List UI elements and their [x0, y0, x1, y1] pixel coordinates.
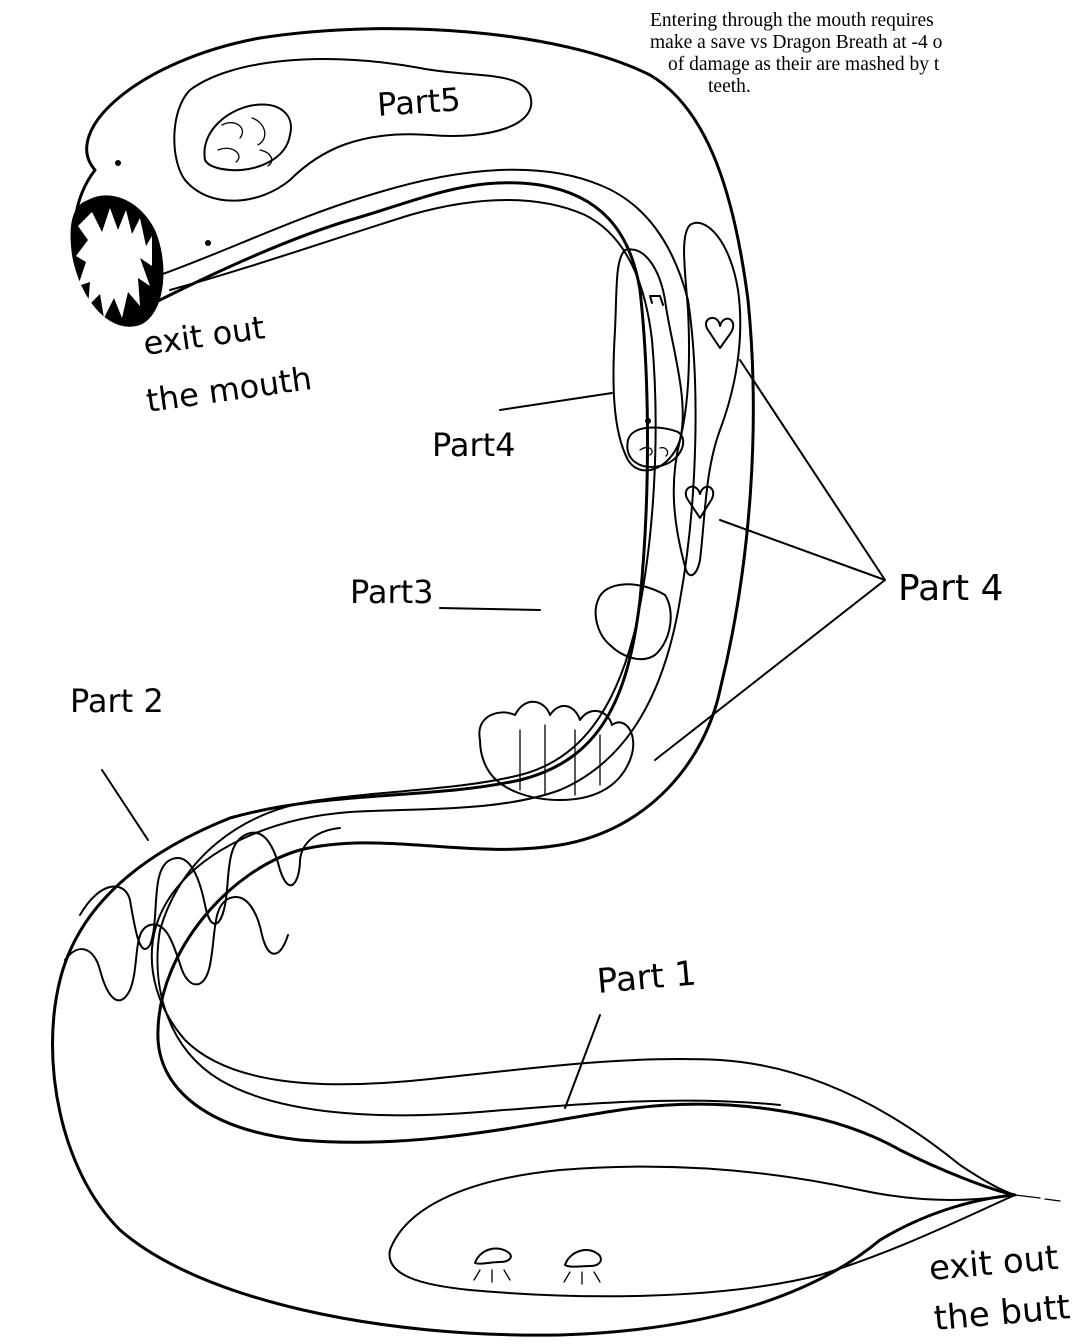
eye-icon [564, 1250, 601, 1284]
part4-outer-leader-a [655, 360, 885, 760]
heart-chamber [674, 223, 741, 575]
body-outline [53, 29, 1016, 1336]
intestine-icon [80, 828, 340, 949]
brain-icon [204, 105, 291, 171]
gut-wall [152, 170, 1015, 1195]
label-part3: Part3 [350, 573, 434, 611]
part4-inner-leader [500, 393, 612, 410]
label-part2: Part 2 [70, 682, 164, 720]
label-exit-mouth-1: exit out [141, 308, 267, 363]
label-exit-butt-2: the butt [932, 1287, 1071, 1339]
note-line-1: Entering through the mouth requires [650, 10, 1085, 32]
nostril-dot [115, 160, 121, 166]
label-part4-outer: Part 4 [898, 568, 1003, 609]
description-note: Entering through the mouth requires make… [650, 10, 1085, 98]
rear-chamber [390, 1167, 1015, 1297]
label-exit-mouth-2: the mouth [144, 359, 314, 420]
head-chamber [174, 59, 531, 201]
mouth-teeth-icon [71, 195, 164, 326]
eye-icon [474, 1248, 511, 1282]
intestine-lower [65, 897, 288, 1000]
note-line-3: of damage as their are mashed by t [650, 54, 1085, 76]
intestine-chamber [479, 702, 633, 800]
part3-leader [440, 608, 540, 610]
label-part5: Part5 [376, 80, 462, 124]
label-part1: Part 1 [595, 953, 698, 1002]
note-line-4: teeth. [650, 76, 1085, 98]
note-line-2: make a save vs Dragon Breath at -4 o [650, 32, 1085, 54]
valve [650, 296, 663, 305]
heart-icon [706, 318, 733, 348]
heart-icon [686, 487, 713, 518]
eye-dot [205, 240, 211, 246]
tail-tip [1015, 1195, 1060, 1201]
intestine-folds [520, 725, 600, 795]
label-exit-butt-1: exit out [927, 1238, 1060, 1289]
part2-leader [102, 770, 148, 840]
label-part4-inner: Part4 [432, 426, 516, 464]
